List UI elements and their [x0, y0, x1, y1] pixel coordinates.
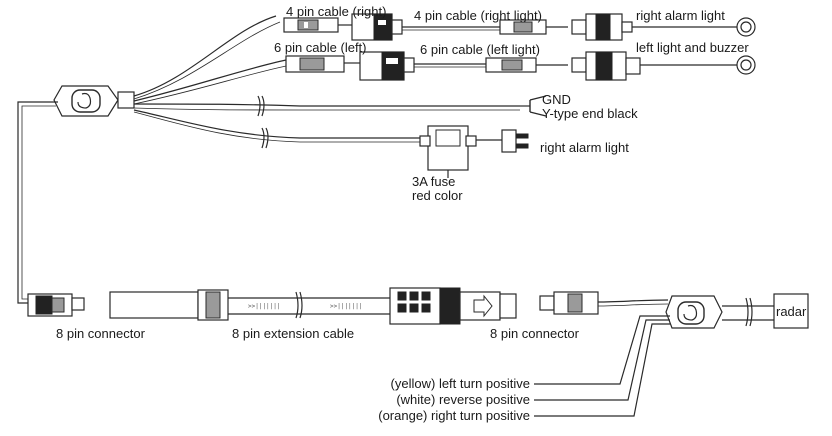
label-eight-pin-connector-left: 8 pin connector [56, 326, 146, 341]
six-pin-left-plug [285, 55, 345, 73]
radar-side-plug [539, 291, 599, 315]
label-eight-pin-extension: 8 pin extension cable [232, 326, 354, 341]
label-right-alarm-light-mid: right alarm light [540, 140, 629, 155]
fuse-holder [419, 125, 477, 178]
label-orange-right-turn: (orange) right turn positive [378, 408, 530, 423]
label-white-reverse: (white) reverse positive [396, 392, 530, 407]
label-right-alarm-light-top: right alarm light [636, 8, 725, 23]
label-four-pin-right: 4 pin cable (right) [286, 4, 386, 19]
four-pin-right-socket [351, 13, 403, 41]
eight-pin-connector-left [27, 293, 85, 317]
label-eight-pin-connector-right: 8 pin connector [490, 326, 580, 341]
eight-pin-connector-right [389, 287, 517, 325]
white-wire [534, 319, 670, 401]
orange-wire [534, 323, 670, 417]
gnd-y-terminal [520, 95, 547, 117]
yellow-wire [534, 315, 670, 385]
left-light-buzzer-device [571, 51, 756, 81]
six-pin-left-light-plug [485, 57, 537, 73]
four-pin-right-light-plug [499, 19, 547, 35]
label-six-pin-left: 6 pin cable (left) [274, 40, 367, 55]
label-six-pin-left-light: 6 pin cable (left light) [420, 42, 540, 57]
label-gnd: GND [542, 92, 571, 107]
svg-text:>>|||||||: >>||||||| [330, 303, 363, 310]
four-pin-right-plug [283, 17, 339, 33]
label-radar: radar [776, 304, 807, 319]
left-hub-connector [53, 85, 135, 117]
right-alarm-light-mid-plug [501, 129, 529, 153]
label-yellow-left-turn: (yellow) left turn positive [391, 376, 530, 391]
radar-hub-connector [665, 295, 723, 329]
label-fuse-color: red color [412, 188, 463, 203]
eight-pin-extension-cable: >>||||||| >>||||||| [109, 289, 390, 321]
label-left-light-buzzer: left light and buzzer [636, 40, 749, 55]
radar-box [773, 293, 809, 329]
right-alarm-light-top-device [571, 13, 756, 41]
svg-text:>>|||||||: >>||||||| [248, 303, 281, 310]
label-four-pin-right-light: 4 pin cable (right light) [414, 8, 542, 23]
label-y-type: Y-type end black [542, 106, 638, 121]
label-fuse: 3A fuse [412, 174, 455, 189]
hub-down-cable [17, 101, 58, 304]
six-pin-left-socket [359, 51, 415, 81]
